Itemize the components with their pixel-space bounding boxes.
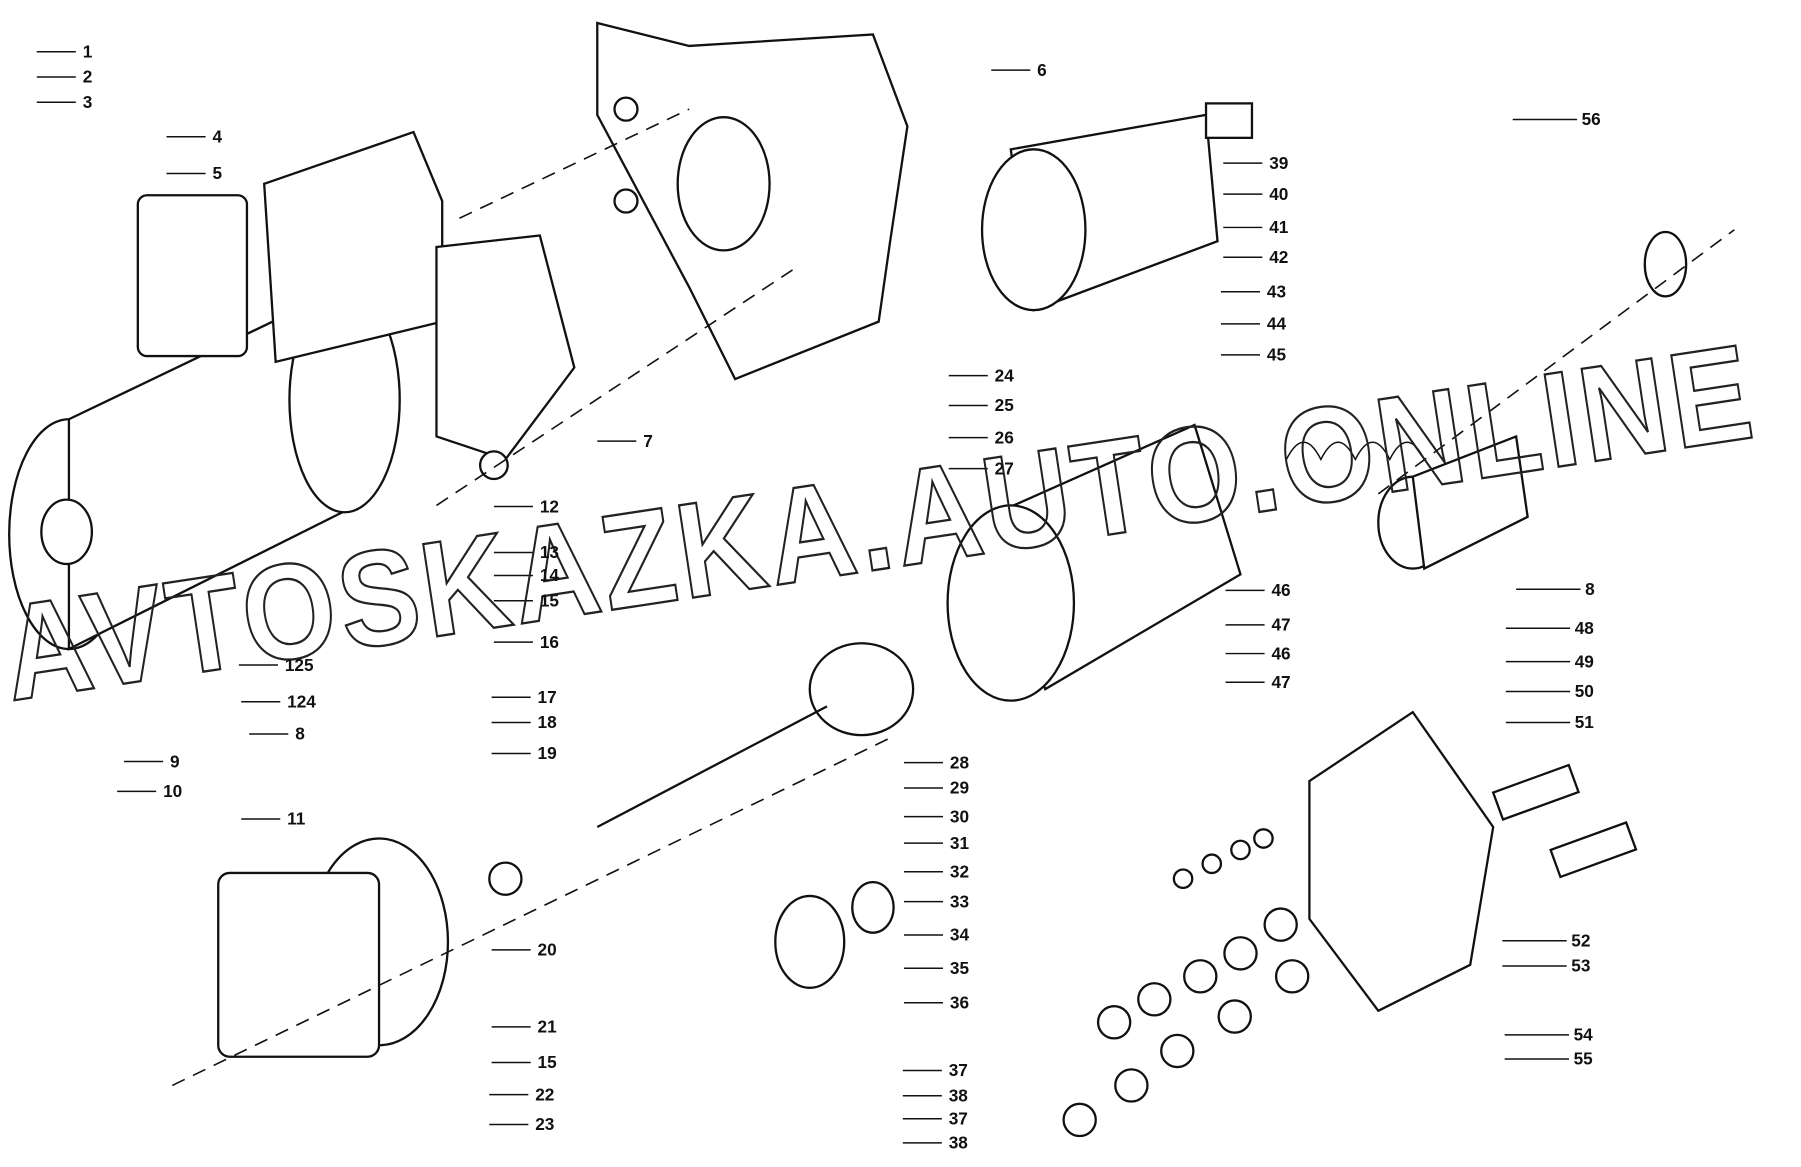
callout-10: 10: [163, 781, 182, 801]
callout-43: 43: [1267, 281, 1286, 301]
callout-25: 25: [995, 395, 1015, 415]
callout-56: 56: [1582, 109, 1601, 129]
callout-33: 33: [950, 891, 969, 911]
callout-29: 29: [950, 778, 969, 798]
callout-37: 37: [949, 1108, 968, 1128]
callout-125: 125: [285, 655, 314, 675]
callout-40: 40: [1269, 184, 1288, 204]
callout-36: 36: [950, 992, 969, 1012]
callout-labels: 1234567563940414243444524252627121314151…: [83, 41, 1601, 1152]
callout-53: 53: [1571, 956, 1590, 976]
callout-52: 52: [1571, 930, 1590, 950]
callout-24: 24: [995, 365, 1015, 385]
callout-18: 18: [538, 712, 558, 732]
callout-28: 28: [950, 752, 970, 772]
callout-45: 45: [1267, 345, 1287, 365]
callout-19: 19: [538, 743, 557, 763]
callout-44: 44: [1267, 314, 1287, 334]
callout-51: 51: [1575, 712, 1595, 732]
callout-47: 47: [1271, 672, 1290, 692]
callout-7: 7: [643, 431, 653, 451]
callout-41: 41: [1269, 217, 1289, 237]
callout-9: 9: [170, 751, 180, 771]
callout-55: 55: [1574, 1049, 1594, 1069]
callout-2: 2: [83, 67, 93, 87]
callout-124: 124: [287, 692, 316, 712]
callout-39: 39: [1269, 153, 1288, 173]
callout-30: 30: [950, 806, 969, 826]
callout-8: 8: [1585, 579, 1595, 599]
callout-26: 26: [995, 427, 1014, 447]
callout-27: 27: [995, 458, 1014, 478]
plunger-spring: [1285, 230, 1688, 571]
callout-13: 13: [540, 542, 559, 562]
callout-11: 11: [287, 809, 306, 829]
end-cover-right: [1062, 710, 1638, 1138]
callout-15: 15: [540, 590, 560, 610]
callout-42: 42: [1269, 247, 1288, 267]
callout-35: 35: [950, 958, 970, 978]
callout-54: 54: [1574, 1025, 1594, 1045]
callout-23: 23: [535, 1114, 554, 1134]
callout-38: 38: [949, 1086, 969, 1106]
callout-47: 47: [1271, 615, 1290, 635]
callout-16: 16: [540, 632, 559, 652]
callout-21: 21: [538, 1017, 558, 1037]
callout-49: 49: [1575, 651, 1594, 671]
callout-34: 34: [950, 925, 970, 945]
callout-22: 22: [535, 1084, 554, 1104]
callout-14: 14: [540, 565, 560, 585]
callout-1: 1: [83, 41, 93, 61]
callout-8: 8: [295, 724, 305, 744]
callout-31: 31: [950, 833, 970, 853]
callout-37: 37: [949, 1060, 968, 1080]
armature: [596, 423, 1242, 829]
callout-20: 20: [538, 940, 557, 960]
callout-6: 6: [1037, 60, 1047, 80]
callout-32: 32: [950, 862, 969, 882]
callout-46: 46: [1271, 643, 1290, 663]
end-cover-left: [217, 837, 895, 1058]
callout-5: 5: [212, 163, 222, 183]
assembly-axes: [171, 108, 1735, 1087]
callout-15: 15: [538, 1052, 558, 1072]
callout-12: 12: [540, 496, 559, 516]
callout-17: 17: [538, 687, 557, 707]
callout-50: 50: [1575, 681, 1594, 701]
callout-3: 3: [83, 92, 93, 112]
mounting-flange: [596, 21, 909, 381]
callout-48: 48: [1575, 618, 1595, 638]
solenoid: [980, 102, 1254, 312]
starter-motor-assembled: [8, 130, 576, 651]
callout-4: 4: [212, 126, 222, 146]
callout-46: 46: [1271, 580, 1290, 600]
callout-leader-lines: [36, 50, 1581, 1144]
callout-38: 38: [949, 1133, 969, 1153]
